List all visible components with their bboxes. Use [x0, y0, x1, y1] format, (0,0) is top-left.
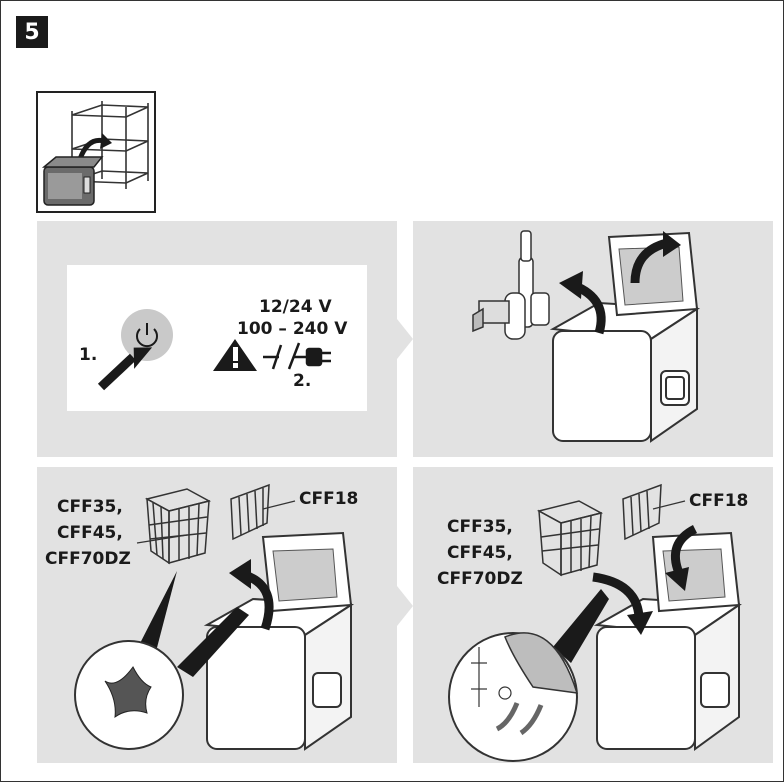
- power-symbol-icon: [136, 323, 158, 348]
- basket-illustration: [144, 488, 212, 565]
- panel-empty-cooler: [413, 221, 773, 457]
- panel-switch-off: 12/24 V 100 – 240 V 1. 2.: [37, 221, 397, 457]
- insert-basket-arrow-icon: [592, 572, 653, 635]
- cloth-icon: [104, 666, 152, 719]
- insert-divider-arrow-icon: [665, 524, 698, 591]
- panel-drain-water: CFF35, CFF45, CFF70DZ CFF18: [413, 467, 773, 763]
- food-items-illustration: [472, 230, 550, 340]
- unplug-icon: [263, 342, 331, 370]
- divider-model-label: CFF18: [299, 489, 359, 509]
- basket-model-label-3: CFF70DZ: [437, 569, 523, 589]
- cooler-illustration: [593, 531, 742, 751]
- step-two-label: 2.: [293, 371, 312, 391]
- basket-illustration: [536, 500, 604, 577]
- lid-open-arrow-icon: [630, 231, 681, 284]
- remove-items-arrow-icon: [559, 271, 606, 335]
- warning-triangle-icon: [213, 339, 257, 371]
- basket-model-label-1: CFF35,: [57, 497, 123, 517]
- cooler-illustration: [203, 531, 355, 751]
- switch-off-inset: 12/24 V 100 – 240 V 1. 2.: [67, 265, 367, 411]
- voltage-ac-label: 100 – 240 V: [237, 319, 348, 339]
- cooler-illustration: [549, 231, 701, 443]
- water-flow-arrow-icon: [495, 702, 544, 736]
- remove-accessories-arrow-icon: [229, 559, 274, 631]
- divider-illustration: [622, 483, 662, 541]
- divider-illustration: [230, 483, 270, 541]
- basket-model-label-3: CFF70DZ: [45, 549, 131, 569]
- shelf-illustration: [41, 101, 149, 206]
- basket-model-label-1: CFF35,: [447, 517, 513, 537]
- step-number-badge: 5: [16, 16, 48, 48]
- storage-thumbnail: [36, 91, 156, 213]
- voltage-dc-label: 12/24 V: [259, 297, 332, 317]
- panel-clean-accessories: CFF35, CFF45, CFF70DZ CFF18: [37, 467, 397, 763]
- press-arrow-icon: [97, 347, 153, 391]
- basket-model-label-2: CFF45,: [57, 523, 123, 543]
- step-one-label: 1.: [79, 345, 98, 365]
- divider-model-label: CFF18: [689, 491, 749, 511]
- basket-model-label-2: CFF45,: [447, 543, 513, 563]
